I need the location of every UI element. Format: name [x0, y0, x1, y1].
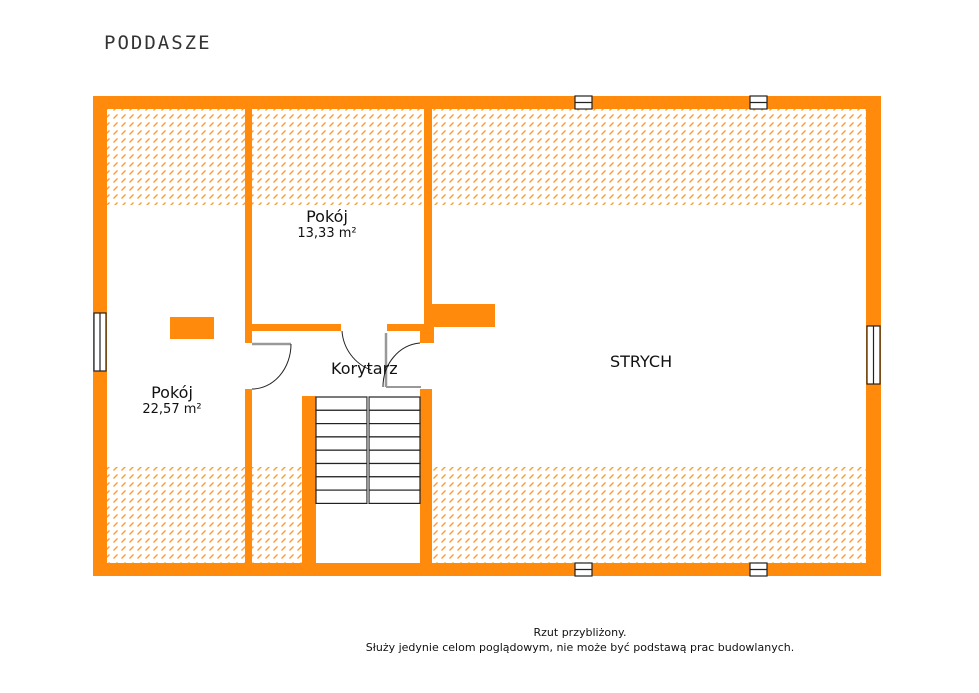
- window-bottom-1[interactable]: [574, 562, 593, 577]
- stair-step: [368, 449, 421, 465]
- hatch-top-right: [432, 109, 866, 205]
- stair-step: [315, 476, 368, 491]
- door-left-room[interactable]: [251, 342, 292, 390]
- stair-step: [315, 449, 368, 465]
- stair-step: [315, 396, 368, 411]
- stair-step: [368, 423, 421, 438]
- wall-outer-bottom: [93, 563, 881, 576]
- room-label-pokoj-left: Pokój 22,57 m²: [140, 383, 204, 417]
- wall-vertical-middle-lower: [420, 389, 432, 563]
- stair-step: [368, 409, 421, 425]
- window-top-2[interactable]: [749, 95, 768, 110]
- room-name: Pokój: [306, 207, 348, 226]
- chimney: [170, 317, 214, 339]
- stair-step: [368, 476, 421, 491]
- stair-step: [315, 462, 368, 478]
- stair-step: [315, 489, 368, 505]
- hatch-top-left: [107, 109, 245, 205]
- floor-title: PODDASZE: [104, 32, 212, 54]
- hatched-zones: [107, 109, 866, 563]
- wall-room-bottom-left: [245, 324, 341, 331]
- stair-step: [368, 462, 421, 478]
- room-label-pokoj-top: Pokój 13,33 m²: [297, 207, 357, 241]
- disclaimer: Rzut przybliżony. Służy jedynie celom po…: [0, 625, 979, 655]
- room-area: 22,57 m²: [142, 402, 202, 417]
- room-label-strych: STRYCH: [610, 352, 673, 371]
- wall-vertical-middle-upper: [424, 109, 432, 330]
- wall-vertical-left-upper: [245, 109, 252, 343]
- disclaimer-line-2: Służy jedynie celom poglądowym, nie może…: [365, 641, 795, 654]
- room-name: Pokój: [151, 383, 193, 402]
- room-area: 13,33 m²: [297, 226, 357, 241]
- door-strych[interactable]: [382, 333, 421, 388]
- wall-room-bottom-right: [387, 324, 424, 331]
- wall-outer-top: [93, 96, 881, 109]
- stair-step: [315, 423, 368, 438]
- wall-strych-stub: [424, 304, 495, 327]
- door-top-room[interactable]: [341, 330, 372, 371]
- wall-stair-left: [302, 396, 316, 563]
- disclaimer-line-1: Rzut przybliżony.: [533, 626, 627, 639]
- hatch-bottom-left: [107, 467, 245, 563]
- stair-step: [368, 436, 421, 451]
- wall-vertical-left-lower: [245, 389, 252, 563]
- room-label-korytarz: Korytarz: [331, 359, 398, 378]
- window-bottom-2[interactable]: [749, 562, 768, 577]
- window-left[interactable]: [93, 312, 107, 372]
- stair-step: [368, 489, 421, 505]
- hatch-bottom-middle: [252, 467, 302, 563]
- window-top-1[interactable]: [574, 95, 593, 110]
- staircase: [315, 396, 421, 505]
- stair-step: [315, 409, 368, 425]
- stair-step: [315, 436, 368, 451]
- hatch-bottom-right: [432, 467, 866, 563]
- hatch-top-middle: [252, 109, 424, 205]
- doors: [251, 330, 421, 390]
- windows: [93, 95, 881, 577]
- stair-step: [368, 396, 421, 411]
- window-right[interactable]: [866, 325, 881, 385]
